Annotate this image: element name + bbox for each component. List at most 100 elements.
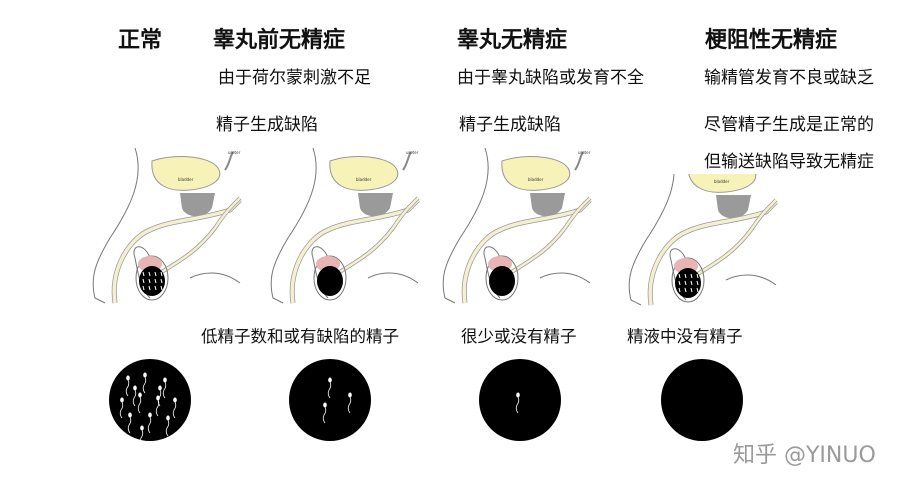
desc-obstructive-1: 输精管发育不良或缺乏 xyxy=(704,68,874,88)
semen-sample-circle xyxy=(289,359,371,441)
sperm-tail xyxy=(119,401,124,419)
ureter-label: ureter xyxy=(406,150,419,155)
scrotum xyxy=(671,257,705,303)
bladder xyxy=(501,156,571,191)
sperm-tail xyxy=(162,381,167,399)
anatomy-illustration: bladder xyxy=(628,174,778,306)
anatomy-panel: bladder xyxy=(628,174,778,306)
testis xyxy=(317,266,343,296)
sperm-tail xyxy=(172,401,177,419)
caption-obstructive: 精液中没有精子 xyxy=(627,327,743,346)
seminiferous-tubule xyxy=(142,271,145,277)
ureter-label: ureter xyxy=(578,150,591,155)
caption-testicular: 很少或没有精子 xyxy=(461,327,577,346)
sperm-tail xyxy=(327,381,332,399)
sperm-tail xyxy=(127,416,132,434)
prostate xyxy=(358,193,393,217)
title-pretesticular: 睾丸前无精症 xyxy=(213,28,346,53)
seminiferous-tubule xyxy=(696,273,699,279)
seminiferous-tubule xyxy=(148,278,151,284)
sperm-head xyxy=(516,392,520,398)
sperm-tail xyxy=(132,389,137,407)
ureter xyxy=(402,151,412,171)
urethra xyxy=(462,198,592,304)
bladder xyxy=(688,174,757,193)
watermark: 知乎 @YINUO xyxy=(733,443,876,468)
body-outline xyxy=(628,174,675,306)
seminiferous-tubule xyxy=(696,280,699,286)
semen-sample-circle xyxy=(479,359,561,441)
seminiferous-tubule xyxy=(684,273,687,279)
sperm-head xyxy=(158,385,162,391)
bladder xyxy=(151,156,221,191)
sperm-head xyxy=(128,412,132,418)
seminiferous-tubule xyxy=(160,278,163,284)
seminiferous-tubule xyxy=(678,280,681,286)
seminiferous-tubule xyxy=(678,273,681,279)
urethra-outer xyxy=(461,198,592,304)
seminiferous-tubule xyxy=(160,271,163,277)
sperm-head xyxy=(163,377,167,383)
seminiferous-tubule xyxy=(690,280,693,286)
prostate xyxy=(716,195,751,219)
sperm-head xyxy=(348,392,352,398)
seminiferous-tubule xyxy=(154,271,157,277)
seminiferous-tubule xyxy=(684,280,687,286)
body-outline xyxy=(92,147,139,304)
seminiferous-tubule xyxy=(148,271,151,277)
sperm-head xyxy=(166,415,170,421)
desc-obstructive-3: 但输送缺陷导致无精症 xyxy=(704,152,874,172)
testis xyxy=(675,268,701,298)
sperm-tail xyxy=(347,396,352,414)
scrotum xyxy=(313,255,347,301)
sperm-head xyxy=(138,392,142,398)
anatomy-panel: bladder ureter xyxy=(442,147,592,304)
sperm-head xyxy=(140,425,144,431)
semen-sample-circle xyxy=(661,359,743,441)
vas-deferens xyxy=(337,197,419,275)
ureter xyxy=(224,151,234,171)
prostate xyxy=(530,193,565,217)
body-outline xyxy=(539,272,591,284)
urethra-outer xyxy=(111,198,242,304)
seminiferous-tubule xyxy=(154,285,157,291)
seminiferous-tubule xyxy=(684,287,687,293)
desc-testicular-2: 精子生成缺陷 xyxy=(459,115,561,135)
sperm-head xyxy=(148,412,152,418)
seminiferous-tubule xyxy=(160,285,163,291)
seminiferous-tubule xyxy=(148,285,151,291)
vas-deferens xyxy=(509,197,591,275)
scrotum xyxy=(485,255,519,301)
seminiferous-tubule xyxy=(690,287,693,293)
urethra-outer xyxy=(289,198,420,304)
caption-pretesticular: 低精子数和或有缺陷的精子 xyxy=(201,327,399,346)
seminiferous-tubule xyxy=(696,287,699,293)
sperm-head xyxy=(133,385,137,391)
desc-pretesticular-1: 由于荷尔蒙刺激不足 xyxy=(218,68,371,88)
sperm-head xyxy=(126,375,130,381)
prostate xyxy=(180,193,215,217)
sperm-tail xyxy=(322,406,327,424)
body-outline xyxy=(189,272,241,284)
seminiferous-tubule xyxy=(690,273,693,279)
desc-testicular-1: 由于睾丸缺陷或发育不全 xyxy=(457,68,644,88)
sperm-head xyxy=(120,397,124,403)
desc-pretesticular-2: 精子生成缺陷 xyxy=(216,115,318,135)
sperm-head xyxy=(328,377,332,383)
anatomy-illustration: bladder ureter xyxy=(442,147,592,304)
sperm-tail xyxy=(515,396,520,414)
bladder-label: bladder xyxy=(356,177,372,182)
testis xyxy=(489,266,515,296)
bladder xyxy=(329,156,399,191)
seminiferous-tubule xyxy=(142,278,145,284)
urethra xyxy=(290,198,420,304)
sperm-head xyxy=(143,372,147,378)
vas-deferens xyxy=(159,197,241,275)
sperm-tail xyxy=(155,399,160,417)
bladder-label: bladder xyxy=(528,177,544,182)
testis xyxy=(139,266,165,296)
urethra xyxy=(648,200,778,306)
